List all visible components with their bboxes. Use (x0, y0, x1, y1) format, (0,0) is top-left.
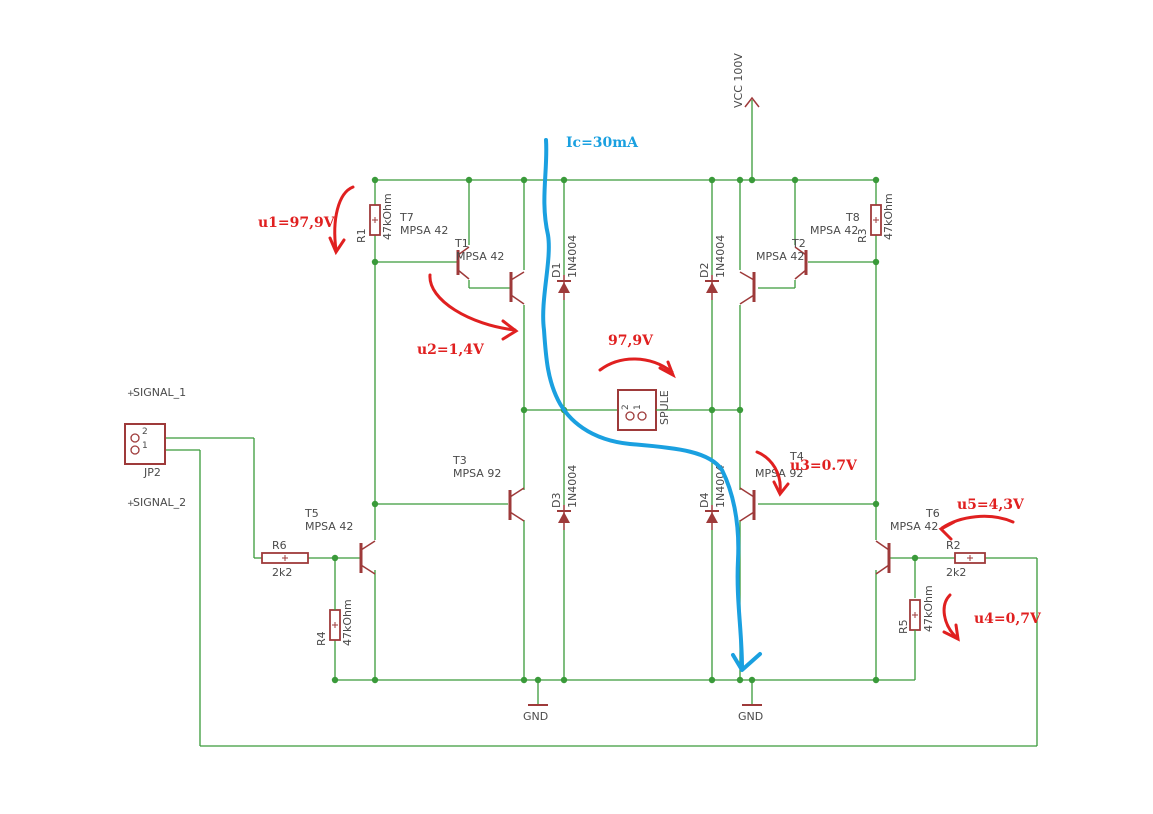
t7-type: MPSA 42 (400, 224, 448, 237)
r5-value: 47kOhm (922, 585, 935, 632)
connector-jp2: 2 1 JP2 + SIGNAL_1 + SIGNAL_2 (124, 386, 186, 509)
resistor-r1: R1 47kOhm (355, 193, 394, 243)
d2-type: 1N4004 (714, 235, 727, 278)
vcc-symbol: VCC 100V (732, 53, 760, 108)
coil-spule: 2 1 SPULE (617, 389, 672, 431)
gnd-symbol-right: GND (738, 704, 763, 723)
d1-name: D1 (550, 263, 563, 278)
r4-value: 47kOhm (341, 599, 354, 646)
resistor-r5: R5 47kOhm (897, 585, 935, 640)
u5-label: u5=4,3V (957, 497, 1025, 513)
diode-d1: D1 1N4004 (550, 235, 579, 300)
r4-name: R4 (315, 631, 328, 646)
coil-pin1: 1 (633, 404, 643, 410)
resistor-r3: R3 47kOhm (856, 193, 895, 243)
transistor-t7: T7 MPSA 42 MPSA 42 (399, 211, 525, 305)
r3-value: 47kOhm (882, 193, 895, 240)
u4-label: u4=0,7V (974, 611, 1042, 627)
t1-type: MPSA 42 (456, 250, 504, 263)
u2-label: u2=1,4V (417, 342, 485, 358)
jp2-pin1: 1 (142, 441, 148, 451)
d3-type: 1N4004 (566, 465, 579, 508)
t2-type: MPSA 42 (756, 250, 804, 263)
t8-type: MPSA 42 (810, 224, 858, 237)
current-path-annotation: Ic=30mA (541, 135, 762, 672)
d3-name: D3 (550, 493, 563, 508)
signal-1-label: SIGNAL_1 (133, 386, 186, 399)
gnd-label-right: GND (738, 710, 763, 723)
diode-d3: D3 1N4004 (550, 465, 579, 530)
t3-type: MPSA 92 (453, 467, 501, 480)
coil-pin2: 2 (621, 404, 631, 410)
jp2-pin2: 2 (142, 427, 148, 437)
transistor-t3: T3 MPSA 92 (452, 454, 525, 522)
t1-name: T1 (454, 237, 469, 250)
r2-name: R2 (946, 539, 961, 552)
vcc-label: VCC 100V (732, 53, 745, 108)
transistor-t5: T5 MPSA 42 (304, 507, 376, 575)
r6-value: 2k2 (272, 566, 292, 579)
resistor-r6: R6 2k2 (261, 539, 309, 579)
gnd-symbol-left: GND (523, 704, 548, 723)
r1-value: 47kOhm (381, 193, 394, 240)
u1-label: u1=97,9V (258, 215, 336, 231)
diode-d2: D2 1N4004 (698, 235, 727, 300)
pin-marker: + (127, 389, 135, 399)
u-coil-label: 97,9V (608, 333, 654, 349)
t2-name: T2 (791, 237, 806, 250)
t5-name: T5 (304, 507, 319, 520)
transistor-t2: T2 MPSA 42 (756, 237, 808, 280)
t8-name: T8 (845, 211, 860, 224)
d2-name: D2 (698, 263, 711, 278)
t4-name: T4 (789, 450, 804, 463)
transistor-t6: T6 MPSA 42 (875, 507, 940, 575)
r1-name: R1 (355, 228, 368, 243)
wires (165, 100, 1038, 747)
t7-name: T7 (399, 211, 414, 224)
ic-label: Ic=30mA (566, 135, 639, 151)
d4-name: D4 (698, 493, 711, 508)
r6-name: R6 (272, 539, 287, 552)
voltage-annotations: u1=97,9V u2=1,4V 97,9V u3=0.7V u5=4,3V u… (258, 185, 1042, 642)
resistor-r4: R4 47kOhm (315, 598, 354, 646)
transistor-t8: T8 MPSA 42 (739, 211, 860, 305)
u3-label: u3=0.7V (790, 458, 858, 474)
d1-type: 1N4004 (566, 235, 579, 278)
signal-2-label: SIGNAL_2 (133, 496, 186, 509)
t6-type: MPSA 42 (890, 520, 938, 533)
jp2-label: JP2 (143, 466, 161, 479)
t3-name: T3 (452, 454, 467, 467)
t6-name: T6 (925, 507, 940, 520)
pin-marker: + (127, 499, 135, 509)
resistor-r2: R2 2k2 (946, 539, 986, 579)
gnd-label-left: GND (523, 710, 548, 723)
t5-type: MPSA 42 (305, 520, 353, 533)
r2-value: 2k2 (946, 566, 966, 579)
r3-name: R3 (856, 228, 869, 243)
transistor-t1: T1 (454, 237, 470, 280)
coil-label: SPULE (658, 390, 671, 425)
r5-name: R5 (897, 619, 910, 634)
